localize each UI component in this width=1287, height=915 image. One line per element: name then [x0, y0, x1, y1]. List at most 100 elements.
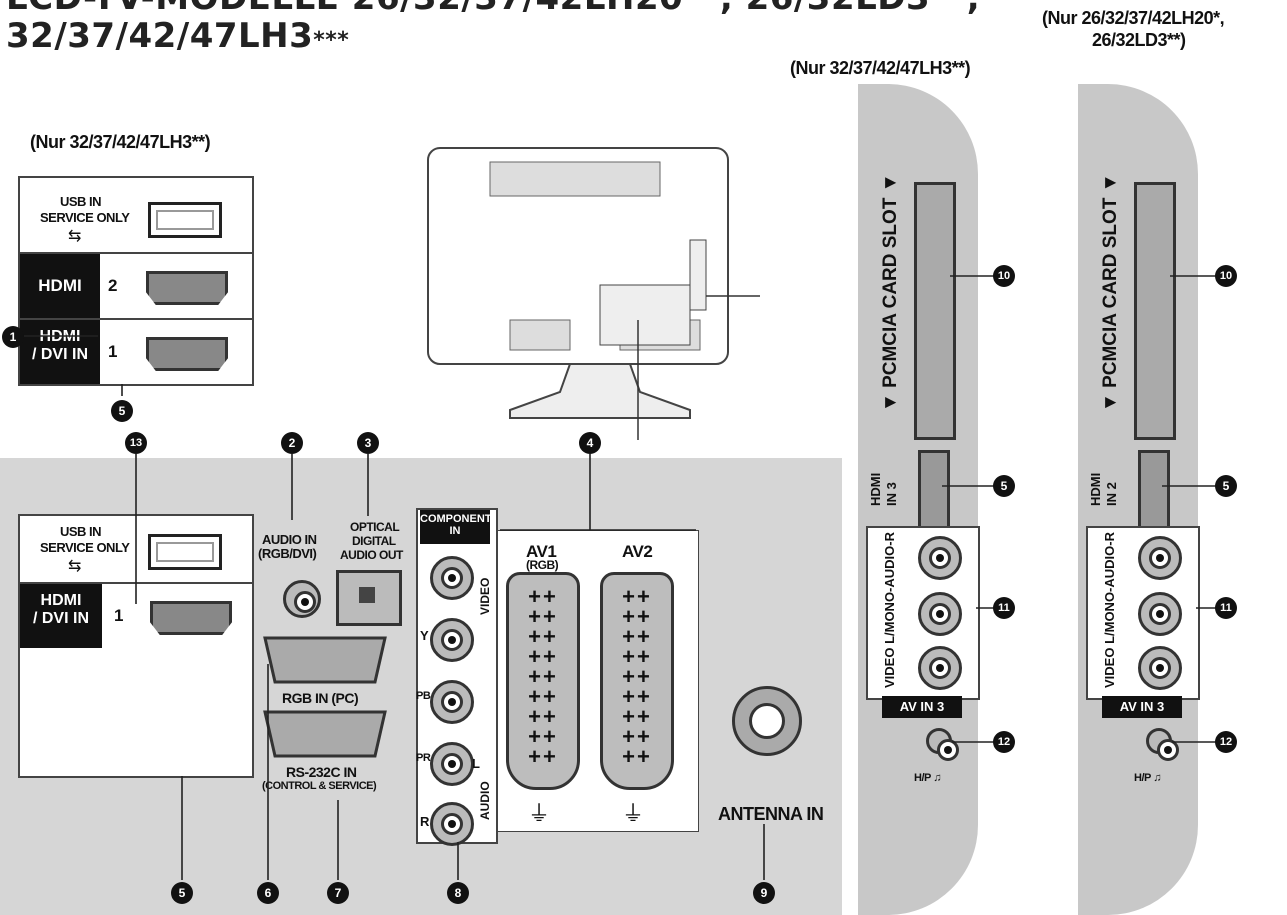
optical-label-1: OPTICAL — [350, 520, 400, 534]
badge-7: 7 — [327, 882, 349, 904]
rs232c-port — [263, 710, 387, 758]
usb-lower-label-2: SERVICE ONLY — [40, 540, 130, 555]
hdmi1-number: 1 — [108, 342, 117, 361]
audio-in-label-1: AUDIO IN — [262, 532, 317, 547]
hdmi1-label-2: / DVI IN — [31, 346, 88, 363]
hp-text-2: H/P — [1134, 772, 1151, 784]
side2-audio-l-jack — [1138, 592, 1182, 636]
badge-2: 2 — [281, 432, 303, 454]
pcmcia-slot-2 — [1134, 182, 1176, 440]
component-y-jack — [430, 556, 474, 600]
av1-sub-label: (RGB) — [526, 558, 559, 572]
usb-lower-icon: ⇆ — [68, 558, 82, 575]
hdmi1-row: HDMI / DVI IN 1 — [20, 320, 252, 384]
side-panel-2-note-line1: (Nur 26/32/37/42LH20*, — [1042, 8, 1225, 28]
badge-9: 9 — [753, 882, 775, 904]
hdmi2-number: 2 — [108, 276, 117, 295]
side1-video-jack — [918, 646, 962, 690]
top-left-port-panel: USB IN SERVICE ONLY ⇆ HDMI 2 HDMI / DVI … — [18, 176, 254, 386]
side2-video-jack — [1138, 646, 1182, 690]
headphone-jack-1 — [926, 728, 959, 761]
optical-label-3: AUDIO OUT — [340, 548, 403, 562]
badge-6: 6 — [257, 882, 279, 904]
hdmi1-label-block: HDMI / DVI IN — [20, 320, 100, 384]
optical-label-2: DIGITAL — [352, 534, 396, 548]
title-line-1: LCD-TV-MODELLE 26/32/37/42LH20**, 26/32L… — [6, 0, 980, 18]
hp-text-1: H/P — [914, 772, 931, 784]
hdmi-lower-label-block: HDMI / DVI IN — [20, 584, 102, 648]
component-pr-jack — [430, 680, 474, 724]
rs232c-label-2: (CONTROL & SERVICE) — [262, 780, 377, 792]
pcmcia-slot-1 — [914, 182, 956, 440]
tv-back-illustration — [427, 147, 760, 440]
hdmi-lower-port — [150, 601, 232, 635]
badge-13: 13 — [125, 432, 147, 454]
badge-10-side-2: 10 — [1215, 265, 1237, 287]
antenna-label: ANTENNA IN — [718, 804, 824, 824]
component-pb-jack — [430, 618, 474, 662]
badge-5-side-2: 5 — [1215, 475, 1237, 497]
side-panel-2-note-line2: 26/32LD3**) — [1092, 30, 1186, 50]
badge-1: 1 — [2, 326, 24, 348]
badge-4: 4 — [579, 432, 601, 454]
tv-grille-left — [509, 319, 571, 351]
hdmi-lower-number: 1 — [114, 606, 123, 625]
rgb-in-label: RGB IN (PC) — [282, 690, 359, 706]
usb-lower-label-1: USB IN — [60, 524, 102, 539]
audio-r-jack — [430, 802, 474, 846]
badge-5-bottom: 5 — [171, 882, 193, 904]
optical-port — [336, 570, 402, 626]
dsub-ports — [263, 636, 387, 758]
title-suffix: *** — [313, 28, 350, 53]
hdmi2-port — [146, 271, 228, 305]
headphone-jack-2 — [1146, 728, 1179, 761]
usb-label-1: USB IN — [60, 194, 102, 209]
rs232c-label-1: RS-232C IN — [286, 764, 357, 780]
hdmi-lower-label-1: HDMI — [40, 592, 82, 609]
component-label-1: COMPONENT — [420, 513, 492, 525]
side-panel-1-note: (Nur 32/37/42/47LH3**) — [790, 58, 971, 78]
tv-stand — [509, 363, 691, 419]
hp-label-1: H/P ♫ — [914, 772, 941, 784]
top-left-note: (Nur 32/37/42/47LH3**) — [30, 132, 211, 152]
badge-8: 8 — [447, 882, 469, 904]
usb-label-2: SERVICE ONLY — [40, 210, 130, 225]
bottom-left-port-panel: USB IN SERVICE ONLY ⇆ HDMI / DVI IN 1 — [18, 514, 254, 778]
hdmi2-side-port — [1138, 450, 1170, 534]
hdmi2-row: HDMI 2 — [20, 254, 252, 320]
pb-label: PB — [416, 690, 431, 702]
hp-label-2: H/P ♫ — [1134, 772, 1161, 784]
hdmi3-port — [918, 450, 950, 534]
audio-in-jack — [283, 580, 321, 618]
y-label: Y — [420, 628, 429, 643]
av1-label: AV1 — [526, 542, 557, 561]
component-label-2: IN — [449, 525, 461, 537]
badge-3: 3 — [357, 432, 379, 454]
tv-side-port-area — [689, 239, 707, 311]
headphone-icon-1: ♫ — [933, 772, 941, 784]
scart-av2-pins: ++++++++++++++++++ — [622, 584, 652, 769]
audio-l-jack — [430, 742, 474, 786]
antenna-port — [732, 686, 802, 756]
badge-11-side-2: 11 — [1215, 597, 1237, 619]
side1-audio-l-jack — [918, 592, 962, 636]
hdmi2-label: HDMI — [20, 254, 100, 318]
antenna-port-inner — [749, 703, 785, 739]
optical-port-inner — [359, 587, 375, 603]
scart-av1: ++++++++++++++++++ — [506, 572, 580, 790]
av2-label: AV2 — [622, 542, 653, 561]
badge-11-side-1: 11 — [993, 597, 1015, 619]
hdmi-lower-label-2: / DVI IN — [32, 610, 89, 627]
hdmi-lower-row: HDMI / DVI IN 1 — [20, 584, 252, 648]
badge-5-side-1: 5 — [993, 475, 1015, 497]
hdmi1-port — [146, 337, 228, 371]
badge-12-side-1: 12 — [993, 731, 1015, 753]
usb-lower-port — [148, 534, 222, 570]
badge-5-top: 5 — [111, 400, 133, 422]
av-in3-label-1: AV IN 3 — [882, 696, 962, 718]
tv-vent — [489, 161, 661, 197]
usb-row-lower: USB IN SERVICE ONLY ⇆ — [20, 516, 252, 584]
rgb-in-port — [263, 636, 387, 684]
title-model: 32/37/42/47LH3 — [6, 16, 314, 56]
